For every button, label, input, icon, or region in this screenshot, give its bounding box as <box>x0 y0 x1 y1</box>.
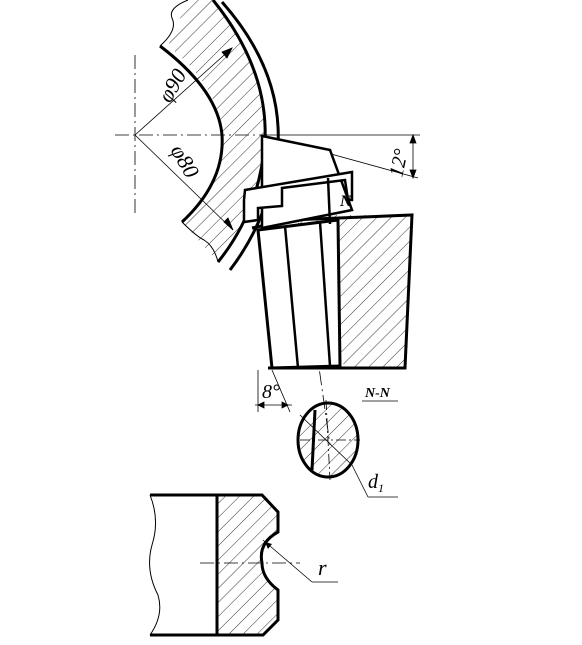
roll-break-line <box>149 494 161 636</box>
angle-12-label: 12° <box>385 147 412 179</box>
angle-8-label: 8° <box>262 381 280 403</box>
diameter-90-label: φ90 <box>153 64 192 106</box>
roll-profile <box>149 493 338 637</box>
d1-main: d <box>368 471 379 493</box>
mark-n-label: N <box>339 193 353 210</box>
roll-hatched <box>217 495 278 635</box>
break-line-bottom <box>181 221 219 263</box>
break-line-top <box>159 0 189 47</box>
tool-clamp <box>242 170 354 224</box>
section-d1 <box>296 399 398 498</box>
d1-label: d1 <box>368 471 384 495</box>
diameter-80-label: φ80 <box>166 140 205 182</box>
arc-hatched-ring <box>168 0 266 262</box>
tool-assembly <box>242 134 414 370</box>
section-nn-label: N-N <box>364 386 391 401</box>
tool-inner-line-1 <box>283 225 300 369</box>
dimension-8deg <box>255 369 398 413</box>
tool-inner-line-2 <box>318 221 332 367</box>
d1-subscript: 1 <box>378 481 384 495</box>
radius-label: r <box>318 555 327 580</box>
tool-body <box>256 218 342 370</box>
